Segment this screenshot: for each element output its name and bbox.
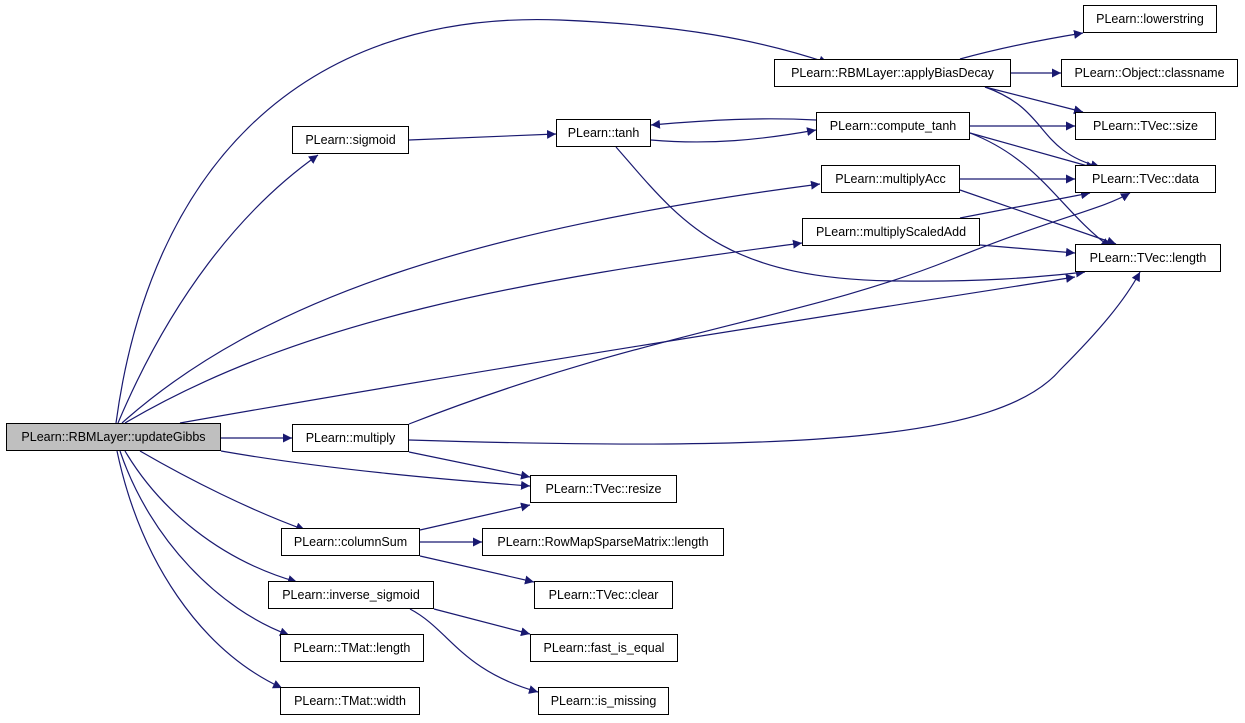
node-fast-is-equal[interactable]: PLearn::fast_is_equal [530, 634, 678, 662]
node-is-missing[interactable]: PLearn::is_missing [538, 687, 669, 715]
node-multiply-acc[interactable]: PLearn::multiplyAcc [821, 165, 960, 193]
node-tvec-size[interactable]: PLearn::TVec::size [1075, 112, 1216, 140]
edge-multiply-scaled-add-to-tvec-length [979, 244, 1076, 257]
edge-tanh-to-compute-tanh [650, 127, 817, 143]
edge-update-gibbs-to-multiply-scaled-add [124, 239, 803, 424]
edge-sigmoid-to-tanh [408, 129, 557, 141]
edge-multiply-to-tvec-resize [408, 451, 531, 480]
node-multiply[interactable]: PLearn::multiply [292, 424, 409, 452]
edge-multiply-acc-to-tvec-length [959, 189, 1117, 246]
node-classname[interactable]: PLearn::Object::classname [1061, 59, 1238, 87]
node-tvec-data[interactable]: PLearn::TVec::data [1075, 165, 1216, 193]
edge-multiply-to-tvec-data [408, 192, 1131, 425]
edge-update-gibbs-to-tvec-resize [220, 450, 531, 490]
edge-update-gibbs-to-tmat-length [119, 450, 290, 637]
edge-update-gibbs-to-sigmoid [117, 154, 319, 424]
edge-apply-bias-decay-to-tvec-size [984, 86, 1084, 115]
edge-update-gibbs-to-tmat-width [116, 450, 283, 689]
edge-inverse-sigmoid-to-fast-is-equal [433, 608, 531, 637]
edge-update-gibbs-to-inverse-sigmoid [124, 450, 298, 584]
edge-compute-tanh-to-tanh [650, 118, 817, 129]
edge-compute-tanh-to-tvec-data [969, 132, 1096, 170]
edge-column-sum-to-tvec-clear [419, 555, 535, 585]
node-lowerstring[interactable]: PLearn::lowerstring [1083, 5, 1217, 33]
node-inverse-sigmoid[interactable]: PLearn::inverse_sigmoid [268, 581, 434, 609]
edge-column-sum-to-tvec-resize [419, 502, 531, 531]
node-rowmap-length[interactable]: PLearn::RowMapSparseMatrix::length [482, 528, 724, 556]
node-apply-bias-decay[interactable]: PLearn::RBMLayer::applyBiasDecay [774, 59, 1011, 87]
edge-update-gibbs-to-multiply-acc [121, 180, 821, 424]
edge-apply-bias-decay-to-tvec-data [984, 86, 1101, 170]
edge-inverse-sigmoid-to-is-missing [409, 608, 539, 694]
node-multiply-scaled-add[interactable]: PLearn::multiplyScaledAdd [802, 218, 980, 246]
node-tvec-clear[interactable]: PLearn::TVec::clear [534, 581, 673, 609]
node-tvec-resize[interactable]: PLearn::TVec::resize [530, 475, 677, 503]
node-sigmoid[interactable]: PLearn::sigmoid [292, 126, 409, 154]
node-tmat-length[interactable]: PLearn::TMat::length [280, 634, 424, 662]
edge-update-gibbs-to-column-sum [139, 450, 306, 532]
edge-multiply-to-tvec-length [408, 271, 1141, 445]
node-tanh[interactable]: PLearn::tanh [556, 119, 651, 147]
edge-tanh-to-tvec-length [615, 146, 1086, 282]
edge-apply-bias-decay-to-lowerstring [959, 30, 1084, 60]
node-tvec-length[interactable]: PLearn::TVec::length [1075, 244, 1221, 272]
edge-multiply-scaled-add-to-tvec-data [959, 190, 1091, 219]
node-tmat-width[interactable]: PLearn::TMat::width [280, 687, 420, 715]
node-compute-tanh[interactable]: PLearn::compute_tanh [816, 112, 970, 140]
edge-compute-tanh-to-tvec-length [969, 132, 1111, 248]
edge-update-gibbs-to-apply-bias-decay [115, 18, 829, 424]
edge-update-gibbs-to-tvec-length [179, 273, 1076, 424]
node-update-gibbs[interactable]: PLearn::RBMLayer::updateGibbs [6, 423, 221, 451]
node-column-sum[interactable]: PLearn::columnSum [281, 528, 420, 556]
